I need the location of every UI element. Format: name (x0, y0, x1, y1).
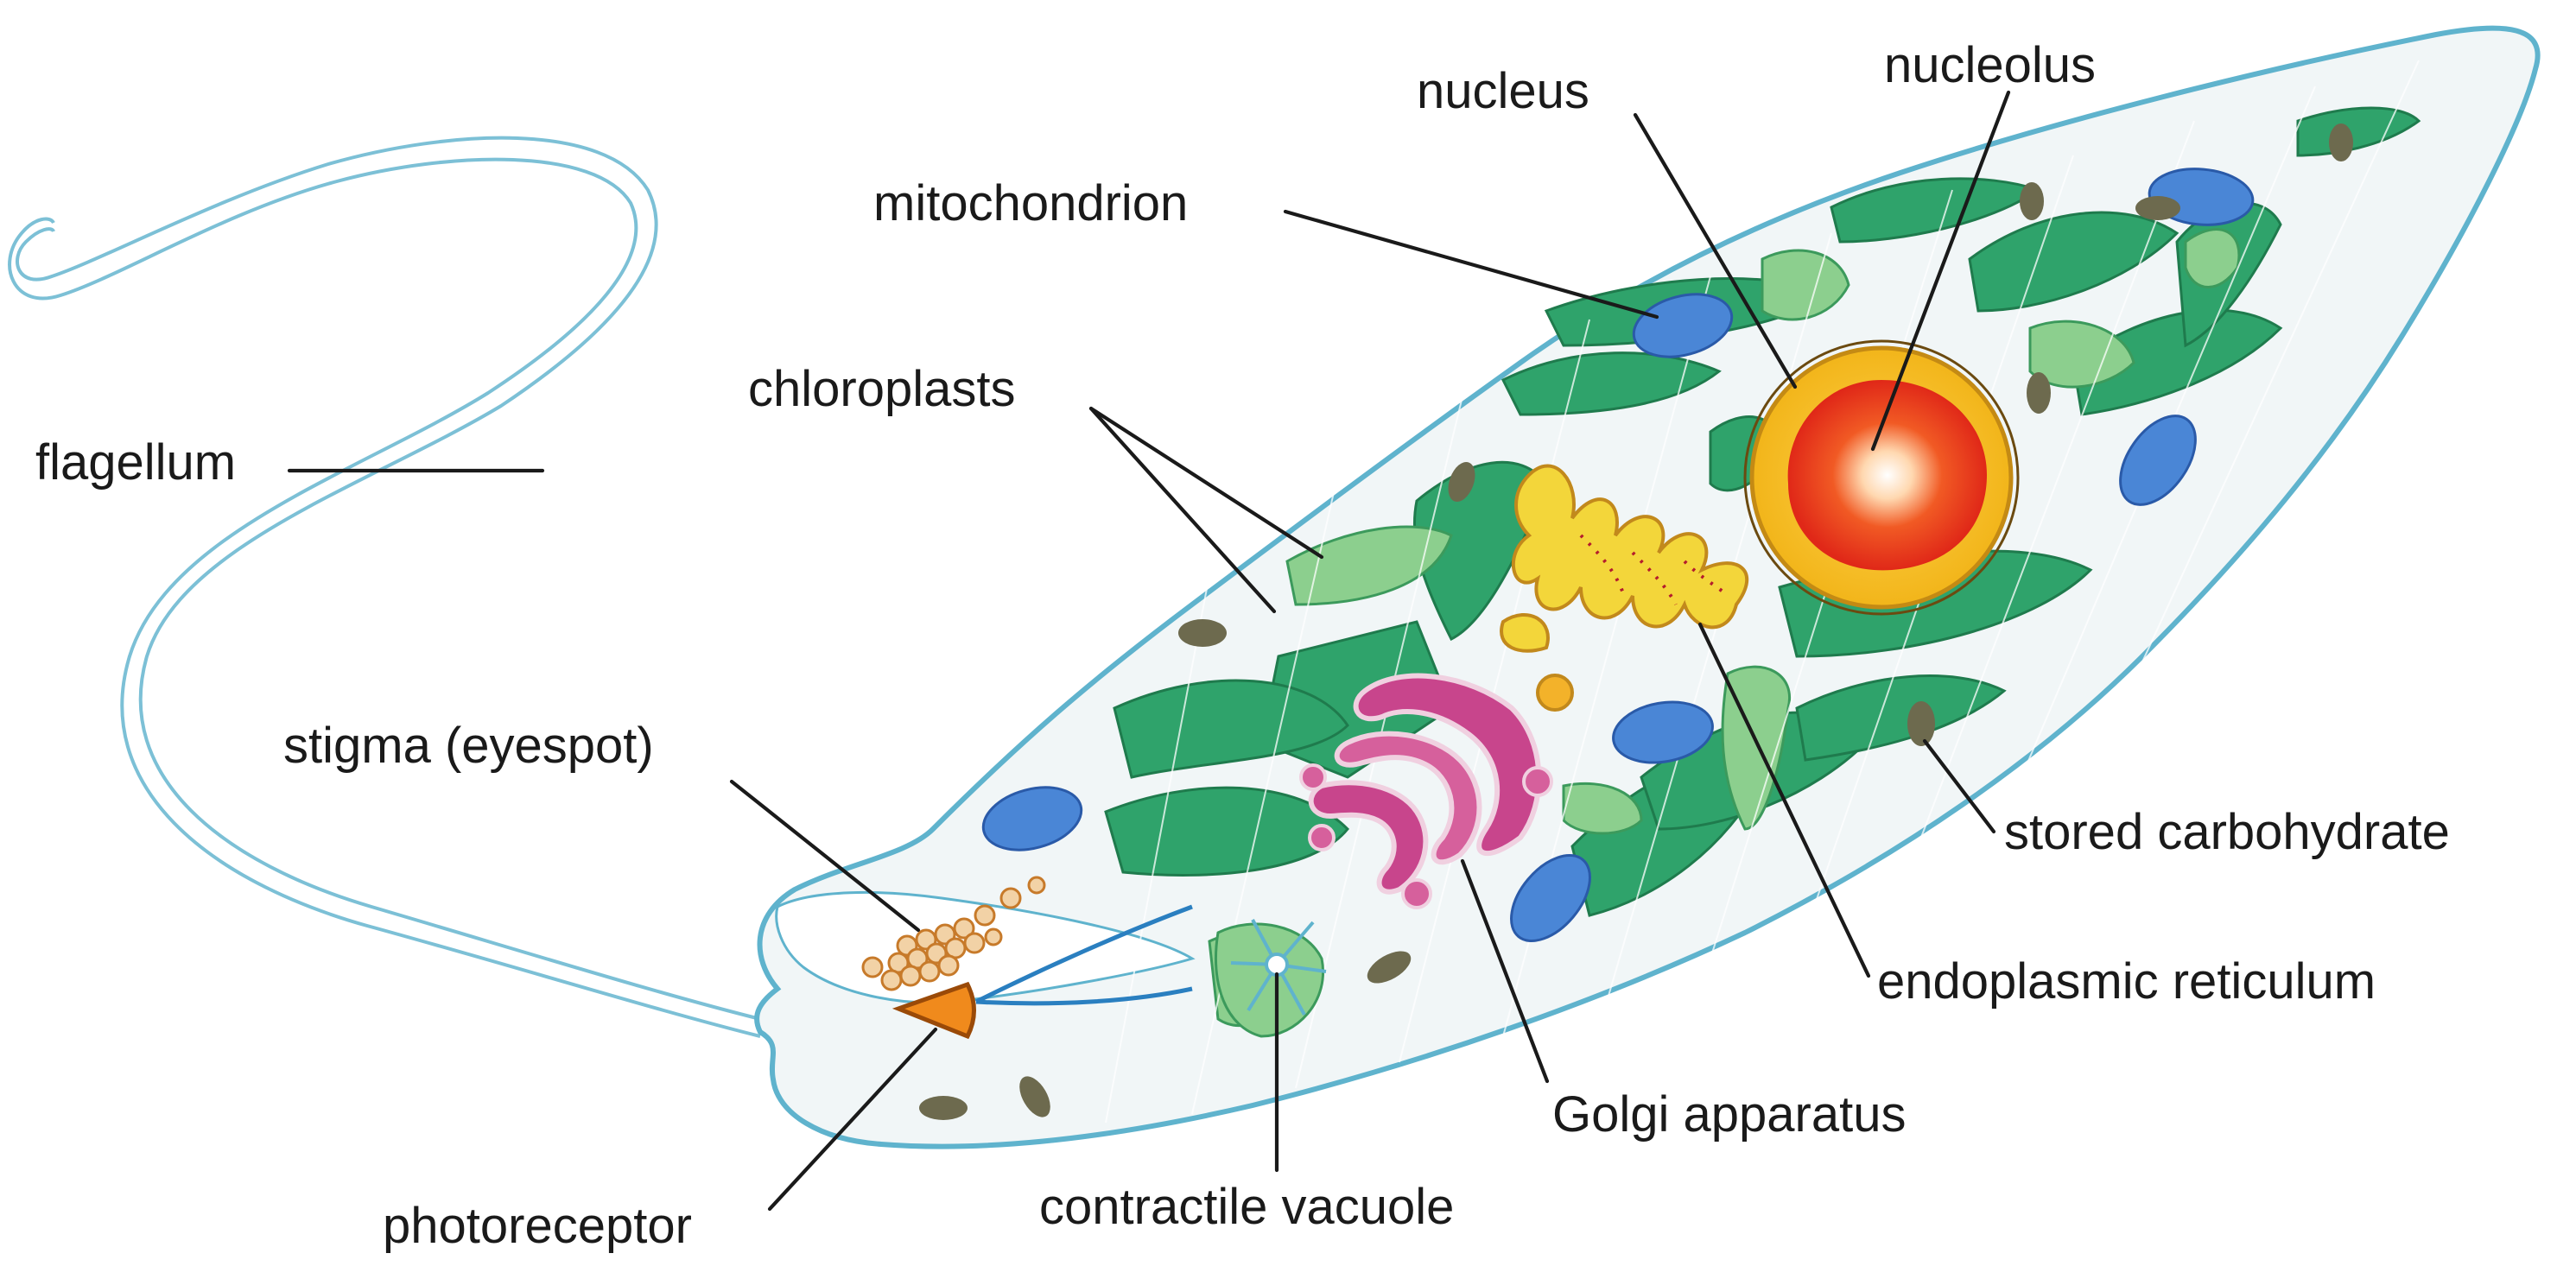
mitochondrion (1632, 293, 1734, 358)
mitochondria-group (981, 168, 2255, 943)
chloroplast (2072, 308, 2283, 416)
label-contractile-vacuole: contractile vacuole (1039, 1179, 1454, 1235)
chloroplast (1761, 249, 1850, 321)
leader-mitochondrion (1283, 209, 1659, 320)
leader-photoreceptor (767, 1027, 938, 1212)
leader-stored-carbohydrate (1922, 738, 1996, 834)
nucleus (1743, 339, 2020, 616)
label-stored-carbohydrate: stored carbohydrate (2004, 804, 2450, 860)
flagellum (8, 136, 761, 1038)
label-nucleolus: nucleolus (1884, 37, 2096, 93)
chloroplast (1795, 674, 2007, 762)
photoreceptor (891, 981, 976, 1040)
leader-chloroplasts-a (1088, 406, 1324, 560)
stigma-eyespot (861, 876, 1046, 991)
contractile-vacuole (1214, 919, 1327, 1038)
cell-striations (1105, 60, 2420, 1124)
label-golgi-apparatus: Golgi apparatus (1552, 1086, 1906, 1143)
chloroplast (1501, 351, 1722, 416)
chloroplast (2028, 320, 2135, 389)
golgi-apparatus (1299, 673, 1553, 909)
chloroplast (1285, 525, 1453, 606)
mitochondrion (1510, 853, 1591, 943)
leader-chloroplasts-b (1088, 406, 1277, 614)
label-mitochondrion: mitochondrion (873, 175, 1188, 231)
leader-endoplasmic-reticulum (1697, 622, 1871, 978)
endoplasmic-reticulum (1500, 464, 1749, 712)
reservoir (974, 904, 1193, 1006)
chloroplast (1562, 782, 1643, 835)
label-photoreceptor: photoreceptor (383, 1198, 692, 1254)
label-stigma: stigma (eyespot) (283, 718, 654, 774)
mitochondrion (2119, 415, 2197, 506)
leader-stigma (729, 779, 921, 933)
mitochondrion (981, 786, 1083, 851)
labels: flagellum mitochondrion nucleus nucleolu… (35, 37, 2450, 1254)
chloroplast (1113, 679, 1349, 779)
chloroplast (1104, 786, 1350, 877)
mitochondrion (1612, 700, 1714, 764)
label-endoplasmic-reticulum: endoplasmic reticulum (1877, 953, 2376, 1010)
label-nucleus: nucleus (1417, 63, 1589, 119)
leader-golgi-apparatus (1460, 858, 1550, 1084)
leader-lines (287, 90, 2011, 1212)
leader-nucleolus (1870, 90, 2011, 452)
label-chloroplasts: chloroplasts (748, 361, 1015, 417)
leader-nucleus (1633, 112, 1798, 389)
chloroplast (1968, 211, 2179, 313)
stored-carbohydrate-group (919, 123, 2353, 1120)
nucleolus (1787, 380, 1987, 571)
label-flagellum: flagellum (35, 434, 236, 491)
chloroplast (2296, 106, 2421, 157)
